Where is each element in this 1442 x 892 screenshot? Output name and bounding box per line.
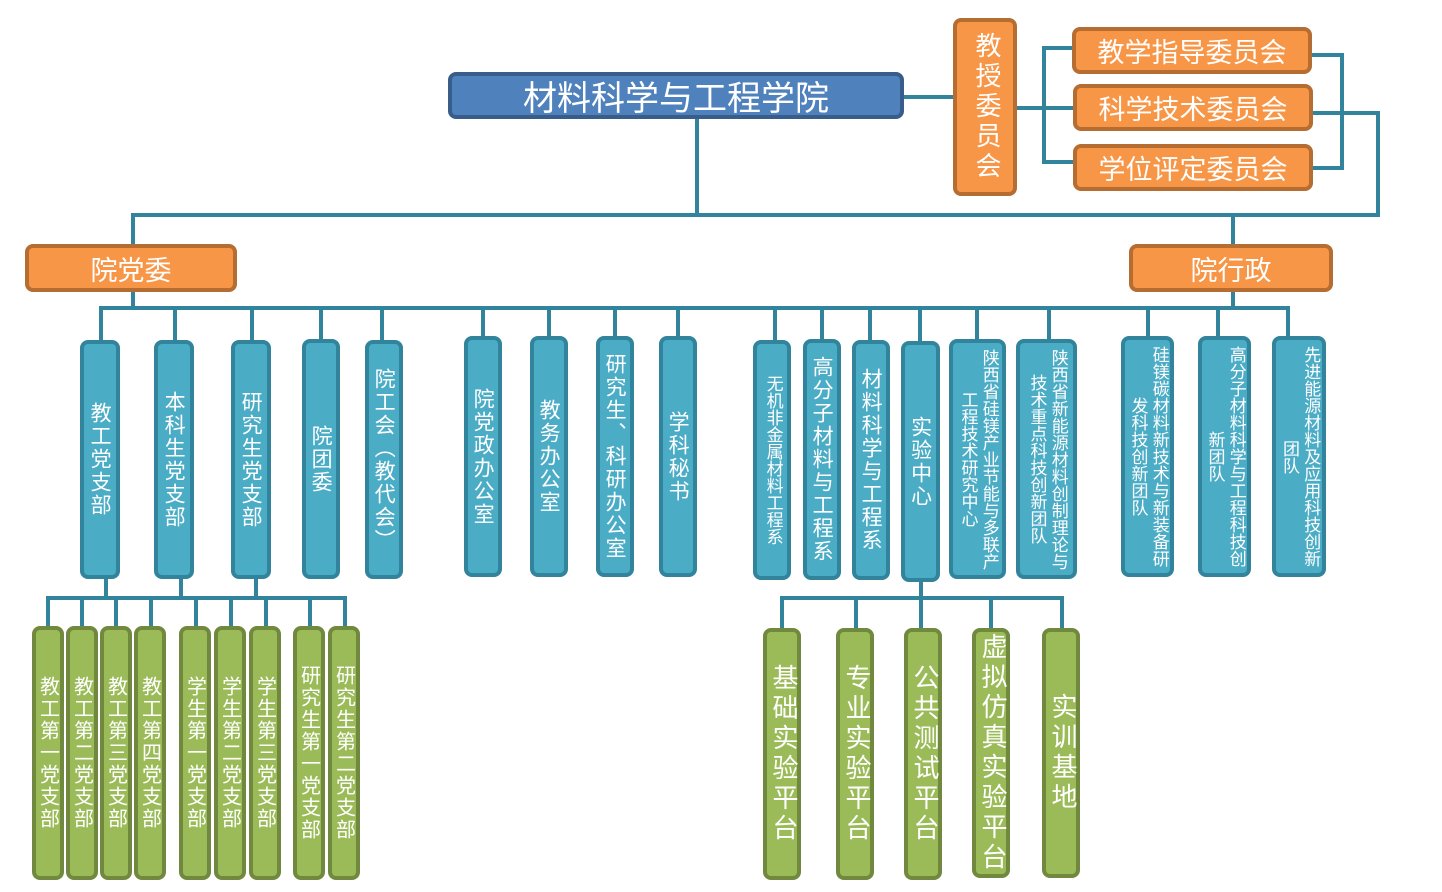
party-branch-label: 研究生第二党支部: [332, 665, 357, 841]
administration-label: 院行政: [1190, 255, 1272, 287]
research-label: 高分子材料科学与工程科技创新团队: [1204, 346, 1246, 567]
party-committee-box: 院党委: [25, 244, 237, 292]
subcommittee-box: 教学指导委员会: [1072, 27, 1312, 74]
party-unit-box: 教工党支部: [80, 340, 120, 579]
office-label: 教务办公室: [537, 399, 562, 514]
office-box: 研究生、科研办公室: [596, 336, 634, 577]
subcommittee-label: 科学技术委员会: [1098, 95, 1288, 126]
office-box: 院党政办公室: [464, 336, 502, 577]
research-label: 先进能源材料及应用科技创新团队: [1279, 346, 1321, 567]
subcommittee-label: 教学指导委员会: [1097, 38, 1287, 69]
research-box: 先进能源材料及应用科技创新团队: [1272, 336, 1326, 577]
lab-center-label: 实验中心: [908, 415, 933, 508]
professor-committee-box: 教授委员会: [953, 18, 1017, 196]
lab-platform-label: 虚拟仿真实验平台: [976, 633, 1007, 873]
party-branch-box: 教工第一党支部: [32, 626, 64, 880]
party-unit-label: 院团委: [309, 424, 334, 494]
college-root-box: 材料科学与工程学院: [448, 72, 904, 119]
research-box: 陕西省新能源材料创制理论与技术重点科技创新团队: [1016, 339, 1077, 579]
party-branch-box: 教工第四党支部: [134, 626, 166, 880]
lab-center-box: 实验中心: [901, 341, 940, 582]
party-branch-box: 学生第一党支部: [179, 626, 211, 880]
party-branch-box: 研究生第一党支部: [293, 626, 325, 880]
research-box: 硅镁碳材料新技术与新装备研发科技创新团队: [1121, 336, 1174, 577]
department-label: 材料科学与工程系: [859, 368, 884, 552]
party-branch-label: 研究生第一党支部: [297, 665, 322, 841]
office-label: 院党政办公室: [471, 387, 496, 526]
party-branch-label: 教工第二党支部: [70, 676, 95, 830]
subcommittee-label: 学位评定委员会: [1098, 155, 1288, 186]
party-branch-box: 教工第二党支部: [66, 626, 98, 880]
lab-platform-label: 基础实验平台: [767, 664, 798, 844]
party-unit-box: 院工会（教代会）: [365, 340, 403, 579]
party-branch-box: 研究生第二党支部: [328, 626, 360, 880]
party-branch-label: 学生第一党支部: [183, 676, 208, 830]
party-unit-label: 研究生党支部: [239, 390, 264, 529]
lab-platform-box: 公共测试平台: [904, 628, 942, 880]
research-label: 陕西省新能源材料创制理论与技术重点科技创新团队: [1026, 348, 1068, 570]
party-branch-box: 教工第三党支部: [100, 626, 132, 880]
party-branch-label: 教工第一党支部: [36, 676, 61, 830]
party-branch-box: 学生第三党支部: [249, 626, 281, 880]
office-label: 学科秘书: [666, 410, 691, 503]
party-branch-label: 学生第二党支部: [218, 676, 243, 830]
subcommittee-box: 学位评定委员会: [1073, 144, 1313, 191]
party-unit-box: 院团委: [302, 339, 340, 579]
office-label: 研究生、科研办公室: [603, 353, 628, 560]
research-label: 陕西省硅镁产业节能与多联产工程技术研究中心: [957, 348, 999, 570]
research-box: 高分子材料科学与工程科技创新团队: [1198, 336, 1251, 577]
party-committee-label: 院党委: [90, 255, 172, 287]
department-label: 无机非金属材料工程系: [762, 375, 783, 545]
professor-committee-label: 教授委员会: [970, 32, 1001, 182]
lab-platform-label: 实训基地: [1046, 693, 1077, 813]
department-label: 高分子材料与工程系: [810, 356, 835, 563]
college-title: 材料科学与工程学院: [523, 79, 829, 119]
party-branch-box: 学生第二党支部: [214, 626, 246, 880]
department-box: 材料科学与工程系: [852, 340, 890, 580]
subcommittee-box: 科学技术委员会: [1073, 84, 1313, 131]
lab-platform-box: 基础实验平台: [763, 628, 801, 880]
party-unit-box: 研究生党支部: [231, 340, 271, 579]
department-box: 高分子材料与工程系: [803, 339, 841, 580]
party-branch-label: 学生第三党支部: [253, 676, 278, 830]
office-box: 教务办公室: [530, 336, 568, 577]
administration-box: 院行政: [1129, 244, 1333, 292]
party-unit-label: 院工会（教代会）: [372, 367, 397, 552]
lab-platform-label: 公共测试平台: [908, 664, 939, 844]
research-label: 硅镁碳材料新技术与新装备研发科技创新团队: [1127, 346, 1169, 567]
party-branch-label: 教工第四党支部: [138, 676, 163, 830]
lab-platform-box: 专业实验平台: [836, 628, 874, 880]
party-unit-box: 本科生党支部: [154, 340, 194, 579]
lab-platform-box: 虚拟仿真实验平台: [972, 628, 1010, 878]
office-box: 学科秘书: [659, 336, 697, 577]
party-unit-label: 本科生党支部: [162, 390, 187, 529]
lab-platform-label: 专业实验平台: [840, 664, 871, 844]
research-box: 陕西省硅镁产业节能与多联产工程技术研究中心: [949, 339, 1006, 579]
party-unit-label: 教工党支部: [88, 402, 113, 517]
lab-platform-box: 实训基地: [1042, 628, 1080, 878]
party-branch-label: 教工第三党支部: [104, 676, 129, 830]
department-box: 无机非金属材料工程系: [753, 340, 791, 580]
